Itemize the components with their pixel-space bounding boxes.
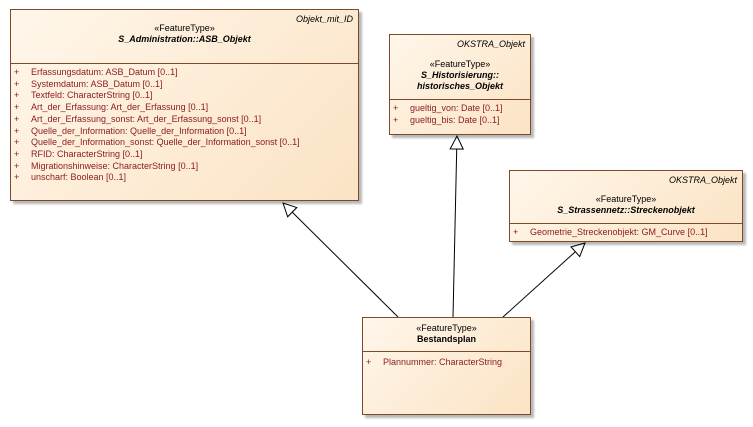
attribute-item[interactable]: +unscharf: Boolean [0..1] bbox=[14, 172, 127, 183]
class-stereotype: «FeatureType» bbox=[154, 23, 215, 33]
class-stereotype: «FeatureType» bbox=[429, 59, 491, 69]
compartment-divider bbox=[11, 63, 358, 64]
attribute-list: +Plannummer: CharacterString bbox=[363, 352, 530, 372]
class-name-line-2: historisches_Objekt bbox=[416, 81, 504, 91]
class-stereotype: «FeatureType» bbox=[595, 194, 657, 204]
class-stereotype: «FeatureType» bbox=[416, 323, 477, 333]
class-header: Objekt_mit_ID «FeatureType» S_Administra… bbox=[11, 10, 358, 63]
class-name: Bestandsplan bbox=[416, 334, 476, 344]
attribute-item[interactable]: +gueltig_bis: Date [0..1] bbox=[393, 114, 500, 125]
class-name-line-1: S_Historisierung:: bbox=[420, 70, 499, 80]
attribute-item[interactable]: +Systemdatum: ASB_Datum [0..1] bbox=[14, 78, 163, 89]
class-tag: Objekt_mit_ID bbox=[295, 14, 353, 24]
attribute-item[interactable]: +RFID: CharacterString [0..1] bbox=[14, 148, 143, 159]
attribute-list: +Erfassungsdatum: ASB_Datum [0..1] +Syst… bbox=[11, 64, 358, 187]
class-bestandsplan[interactable]: «FeatureType» Bestandsplan +Plannummer: … bbox=[362, 317, 531, 415]
attribute-list: +Geometrie_Streckenobjekt: GM_Curve [0..… bbox=[510, 224, 742, 242]
generalization-bestandsplan-to-streckenobjekt[interactable] bbox=[502, 243, 585, 318]
attribute-item[interactable]: +Erfassungsdatum: ASB_Datum [0..1] bbox=[14, 67, 178, 77]
attribute-item[interactable]: +Art_der_Erfassung_sonst: Art_der_Erfass… bbox=[14, 113, 262, 124]
generalization-bestandsplan-to-asb-objekt[interactable] bbox=[283, 203, 399, 318]
attribute-list: +gueltig_von: Date [0..1] +gueltig_bis: … bbox=[390, 100, 530, 129]
class-tag: OKSTRA_Objekt bbox=[668, 175, 737, 185]
class-name: S_Strassennetz::Streckenobjekt bbox=[557, 205, 695, 215]
attribute-item[interactable]: +Textfeld: CharacterString [0..1] bbox=[14, 90, 153, 101]
class-historisches-objekt[interactable]: OKSTRA_Objekt «FeatureType» S_Historisie… bbox=[389, 34, 531, 135]
class-tag: OKSTRA_Objekt bbox=[456, 39, 525, 49]
class-header: «FeatureType» Bestandsplan bbox=[363, 318, 530, 351]
attribute-item[interactable]: +Quelle_der_Information: Quelle_der_Info… bbox=[14, 125, 247, 136]
class-asb-objekt[interactable]: Objekt_mit_ID «FeatureType» S_Administra… bbox=[10, 9, 359, 201]
attribute-item[interactable]: +Quelle_der_Information_sonst: Quelle_de… bbox=[14, 137, 300, 148]
compartment-divider bbox=[363, 351, 530, 352]
class-header: OKSTRA_Objekt «FeatureType» S_Strassenne… bbox=[510, 171, 742, 223]
class-name: S_Administration::ASB_Objekt bbox=[118, 34, 251, 44]
generalization-bestandsplan-to-historisches-objekt[interactable] bbox=[453, 136, 457, 318]
class-header: OKSTRA_Objekt «FeatureType» S_Historisie… bbox=[390, 35, 530, 99]
attribute-item[interactable]: +Geometrie_Streckenobjekt: GM_Curve [0..… bbox=[513, 227, 708, 237]
attribute-item[interactable]: +Art_der_Erfassung: Art_der_Erfassung [0… bbox=[14, 102, 209, 113]
compartment-divider bbox=[510, 223, 742, 224]
attribute-item[interactable]: +gueltig_von: Date [0..1] bbox=[393, 103, 503, 113]
attribute-item[interactable]: +Migrationshinweise: CharacterString [0.… bbox=[14, 160, 199, 171]
class-streckenobjekt[interactable]: OKSTRA_Objekt «FeatureType» S_Strassenne… bbox=[509, 170, 743, 242]
compartment-divider bbox=[390, 99, 530, 100]
attribute-item[interactable]: +Plannummer: CharacterString bbox=[366, 357, 503, 367]
